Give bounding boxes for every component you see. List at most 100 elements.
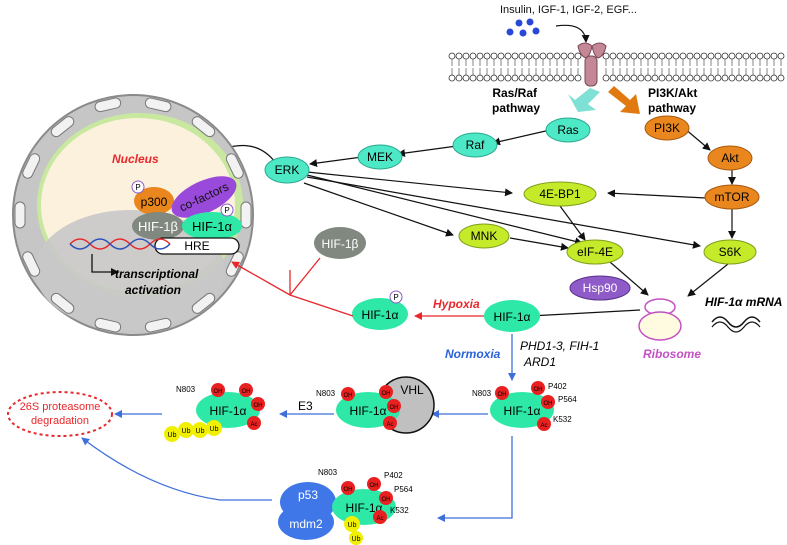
- node-mek: MEK: [357, 144, 403, 170]
- svg-text:mdm2: mdm2: [289, 517, 323, 531]
- k532-label-1: K532: [553, 415, 572, 424]
- svg-text:HIF-1β: HIF-1β: [322, 237, 359, 251]
- pi3k-pathway-label-2: pathway: [648, 101, 696, 115]
- svg-text:MNK: MNK: [471, 229, 498, 243]
- svg-text:HIF-1α: HIF-1α: [494, 310, 531, 324]
- p564-label-2: P564: [394, 485, 413, 494]
- svg-text:Hsp90: Hsp90: [583, 281, 618, 295]
- svg-text:Ub: Ub: [348, 522, 357, 529]
- node-erk: ERK: [264, 156, 310, 184]
- k532-label-2: K532: [390, 506, 409, 515]
- ribosome-label: Ribosome: [643, 347, 701, 361]
- hif1a-ubiquitinated: HIF-1α OH OH OH Ac Ub Ub Ub Ub: [164, 383, 265, 442]
- svg-text:degradation: degradation: [31, 415, 89, 427]
- n803-label-2: N803: [316, 389, 336, 398]
- n803-label-4: N803: [318, 468, 338, 477]
- pi3k-pathway-label-1: PI3K/Akt: [648, 86, 697, 100]
- svg-text:mTOR: mTOR: [714, 190, 749, 204]
- node-akt: Akt: [707, 145, 753, 171]
- svg-text:OH: OH: [534, 387, 543, 393]
- svg-text:OH: OH: [214, 389, 223, 395]
- transcription-arrow: [91, 254, 119, 276]
- enzymes-label-2: ARD1: [523, 355, 556, 369]
- svg-text:4E-BP1: 4E-BP1: [539, 187, 581, 201]
- node-raf: Raf: [452, 132, 498, 158]
- svg-text:OH: OH: [242, 389, 251, 395]
- normoxia-label: Normoxia: [445, 347, 501, 361]
- svg-text:S6K: S6K: [719, 245, 742, 259]
- svg-text:Ub: Ub: [182, 428, 191, 435]
- ligand-dots: [506, 18, 540, 37]
- nucleus-hif1a: HIF-1α: [182, 212, 242, 240]
- svg-text:HIF-1α: HIF-1α: [346, 501, 383, 515]
- svg-text:OH: OH: [498, 392, 507, 398]
- proteasome-degradation: 26S proteasome degradation: [7, 391, 113, 437]
- svg-text:Ac: Ac: [386, 422, 393, 428]
- p300-blob: p300: [134, 187, 174, 215]
- n803-label-1: N803: [472, 389, 492, 398]
- svg-text:eIF-4E: eIF-4E: [577, 245, 613, 259]
- svg-text:p53: p53: [298, 488, 318, 502]
- svg-text:Ub: Ub: [168, 432, 177, 439]
- p53-to-proteasome-arrow: [81, 437, 272, 501]
- svg-text:HIF-1α: HIF-1α: [504, 404, 541, 418]
- pi3k-pathway-arrow: [608, 86, 640, 114]
- phospho-hif1a: P: [220, 203, 234, 217]
- svg-text:OH: OH: [344, 393, 353, 399]
- hre-box: HRE: [154, 237, 240, 255]
- node-4ebp1: 4E-BP1: [523, 181, 597, 207]
- svg-text:Ac: Ac: [540, 423, 547, 429]
- ras-pathway-label-1: Ras/Raf: [492, 86, 538, 100]
- svg-text:OH: OH: [344, 487, 353, 493]
- hif-mrna-label: HIF-1α mRNA: [705, 295, 782, 309]
- svg-text:Raf: Raf: [466, 138, 485, 152]
- ribosome-icon: [638, 298, 682, 341]
- svg-text:OH: OH: [382, 497, 391, 503]
- svg-text:OH: OH: [544, 401, 553, 407]
- hif1a-hydroxylated: HIF-1α OH OH OH Ac: [490, 381, 555, 431]
- signaling-arrows: [159, 127, 736, 320]
- svg-text:Ub: Ub: [196, 428, 205, 435]
- hypoxia-label: Hypoxia: [433, 297, 480, 311]
- svg-text:Ub: Ub: [210, 426, 219, 433]
- ligand-arrow: [555, 24, 590, 43]
- phospho-p300: P: [131, 180, 145, 194]
- ras-pathway-label-2: pathway: [492, 101, 540, 115]
- svg-text:P: P: [135, 183, 140, 192]
- svg-text:HIF-1α: HIF-1α: [192, 219, 233, 234]
- hypoxia-to-nucleus-arrow: [232, 258, 354, 317]
- svg-text:HRE: HRE: [184, 239, 209, 253]
- svg-text:Ub: Ub: [352, 536, 361, 543]
- mrna-wave-icon: [711, 316, 761, 328]
- svg-text:OH: OH: [382, 391, 391, 397]
- hif1a-center: HIF-1α: [484, 300, 540, 332]
- cofactors-blob: co-factors: [171, 176, 237, 218]
- transcription-label-2: activation: [125, 283, 181, 297]
- node-ras: Ras: [545, 117, 591, 143]
- p564-label-1: P564: [558, 395, 577, 404]
- p402-label-2: P402: [384, 471, 403, 480]
- svg-text:OH: OH: [254, 403, 263, 409]
- svg-text:Ac: Ac: [250, 422, 257, 428]
- node-pi3k: PI3K: [644, 115, 690, 141]
- svg-text:ERK: ERK: [275, 163, 300, 177]
- ras-pathway-arrow: [568, 88, 600, 112]
- hif1a-p53-mdm2-complex: p53 mdm2 HIF-1α OH OH OH Ac Ub Ub: [278, 477, 396, 545]
- svg-text:PI3K: PI3K: [654, 121, 680, 135]
- enzymes-label-1: PHD1-3, FIH-1: [520, 339, 599, 353]
- svg-text:HIF-1α: HIF-1α: [350, 404, 387, 418]
- svg-text:OH: OH: [390, 405, 399, 411]
- to-p53-arrow: [437, 436, 513, 522]
- p402-label-1: P402: [548, 382, 567, 391]
- nucleus-hif1b: HIF-1β: [132, 212, 184, 240]
- nucleus-label: Nucleus: [112, 152, 159, 166]
- ligands-label: Insulin, IGF-1, IGF-2, EGF...: [500, 4, 637, 16]
- hif1b-cytoplasm: HIF-1β: [314, 227, 366, 259]
- node-mtor: mTOR: [704, 184, 760, 210]
- receptor-icon: [577, 42, 607, 87]
- hif1a-hypoxia: HIF-1α P: [352, 290, 408, 330]
- node-mnk: MNK: [458, 223, 510, 249]
- svg-text:Ras: Ras: [557, 123, 578, 137]
- node-eif4e: eIF-4E: [566, 239, 624, 265]
